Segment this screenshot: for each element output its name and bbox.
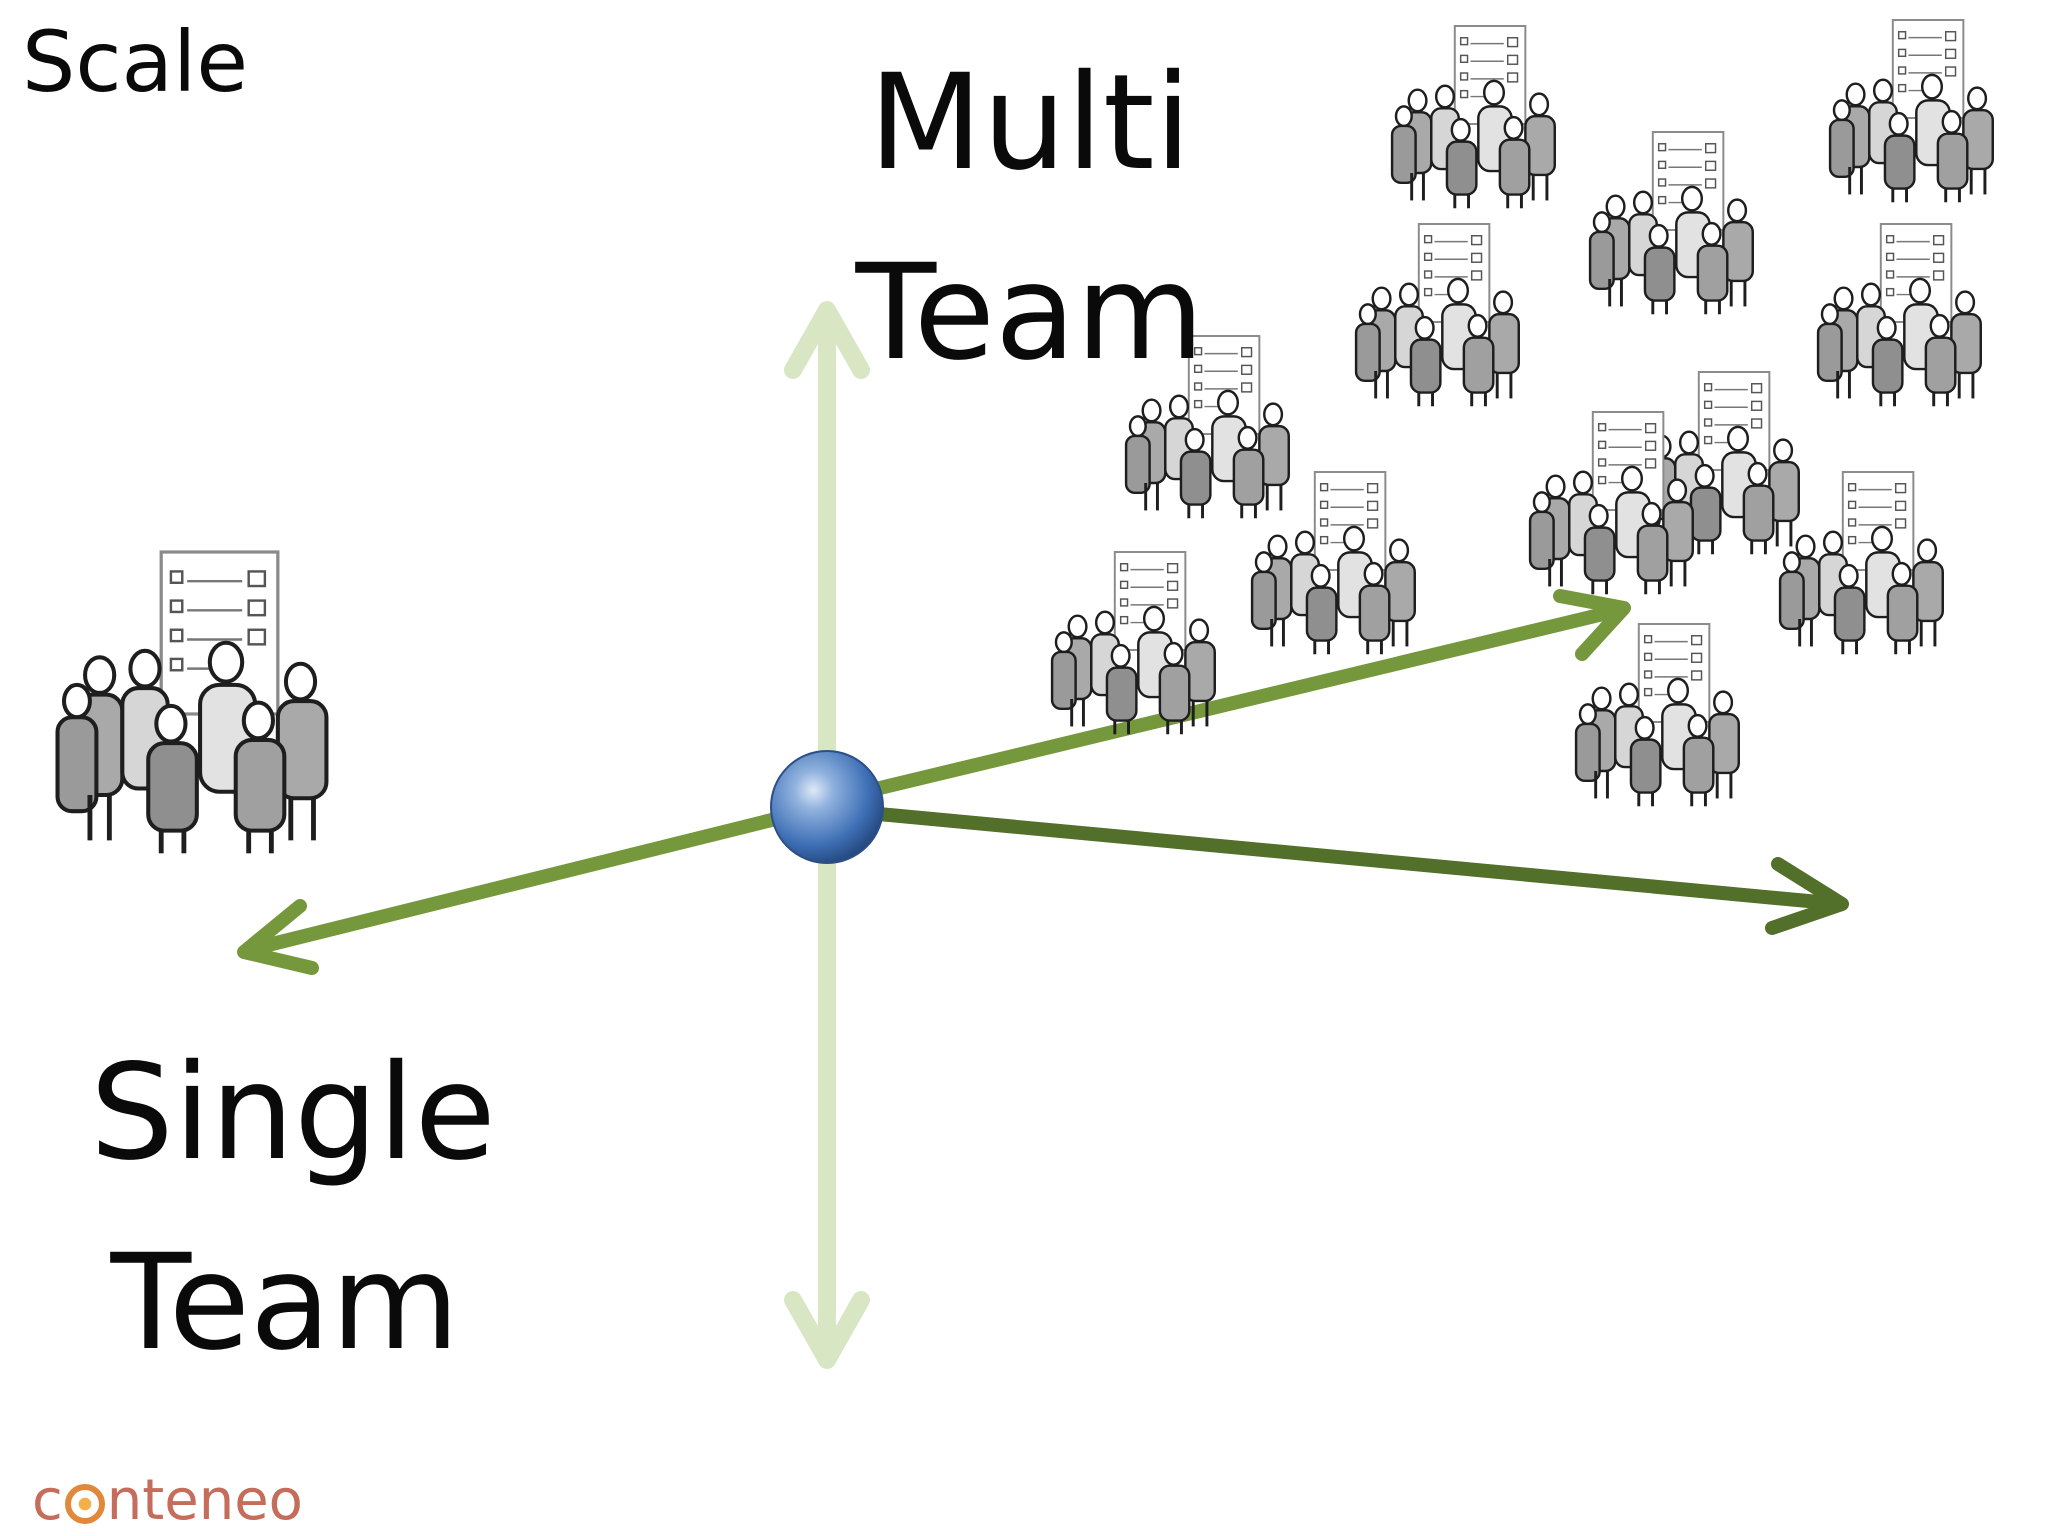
multi-team-label-line1: Multi	[868, 46, 1192, 200]
logo-text-end: nteneo	[106, 1468, 303, 1533]
single-team-label-line1: Single	[90, 1036, 496, 1190]
origin-sphere	[770, 750, 884, 864]
single-team-label: Single Team	[90, 1018, 496, 1398]
team-group	[1390, 24, 1557, 210]
multi-team-axis-arrow	[823, 589, 1631, 807]
single-team-axis-arrow	[237, 801, 827, 975]
logo-text-start: c	[32, 1468, 63, 1533]
multi-team-label: Multi Team	[850, 28, 1210, 408]
conteneo-logo: c nteneo	[32, 1468, 303, 1533]
team-group	[1050, 550, 1217, 736]
slide-title: Scale	[22, 13, 248, 111]
logo-ring-icon	[64, 1483, 105, 1524]
multi-team-label-line2: Team	[855, 236, 1205, 390]
team-group	[1354, 222, 1521, 408]
team-group	[1778, 470, 1945, 656]
single-team-label-line2: Team	[110, 1226, 460, 1380]
single-team-illustration	[58, 552, 327, 853]
team-group	[1816, 222, 1983, 408]
team-group	[1250, 470, 1417, 656]
horizontal-axis-arrow	[829, 803, 1849, 935]
team-group	[1574, 622, 1741, 808]
team-group	[1588, 130, 1755, 316]
team-group	[1828, 18, 1995, 204]
